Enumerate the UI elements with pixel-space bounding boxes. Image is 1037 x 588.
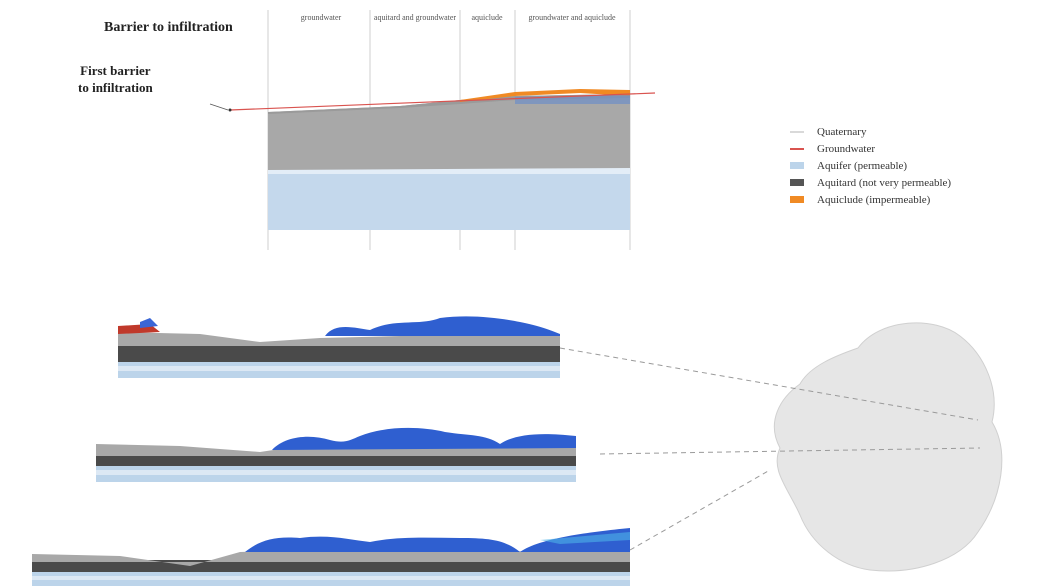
legend-label-groundwater: Groundwater (817, 142, 876, 155)
groundwater-swatch (790, 147, 804, 150)
quaternary-swatch (790, 130, 804, 133)
legend-item-aquitard: Aquitard (not very permeable) (790, 175, 951, 190)
aquifer-swatch (790, 162, 804, 169)
schematic-section (209, 89, 656, 230)
column-label-groundwater-aquiclude: groundwater and aquiclude (528, 13, 616, 22)
legend-label-quaternary: Quaternary (817, 125, 867, 138)
barrier-header-title: Barrier to infiltration (104, 20, 233, 35)
legend: Quaternary Groundwater Aquifer (permeabl… (790, 124, 951, 209)
column-label-aquitard-groundwater: aquitard and groundwater (373, 13, 457, 22)
cross-section-1 (118, 316, 560, 378)
column-label-groundwater: groundwater (300, 13, 342, 22)
legend-item-aquifer: Aquifer (permeable) (790, 158, 951, 173)
legend-label-aquitard: Aquitard (not very permeable) (817, 176, 952, 189)
legend-item-quaternary: Quaternary (790, 124, 951, 139)
first-barrier-line-1: First barrier (80, 63, 151, 78)
first-barrier-label: First barrier to infiltration (78, 62, 153, 96)
cross-section-2 (96, 427, 576, 482)
cross-section-3 (32, 528, 630, 586)
map-silhouette (773, 322, 1003, 572)
legend-item-groundwater: Groundwater (790, 141, 951, 156)
legend-item-aquiclude: Aquiclude (impermeable) (790, 192, 951, 207)
first-barrier-line-2: to infiltration (78, 80, 153, 95)
column-label-aquiclude: aquiclude (471, 13, 503, 22)
aquitard-swatch (790, 179, 804, 186)
connector-lines (559, 347, 981, 551)
legend-label-aquifer: Aquifer (permeable) (817, 159, 908, 172)
legend-label-aquiclude: Aquiclude (impermeable) (817, 193, 931, 206)
aquiclude-swatch (790, 196, 804, 203)
